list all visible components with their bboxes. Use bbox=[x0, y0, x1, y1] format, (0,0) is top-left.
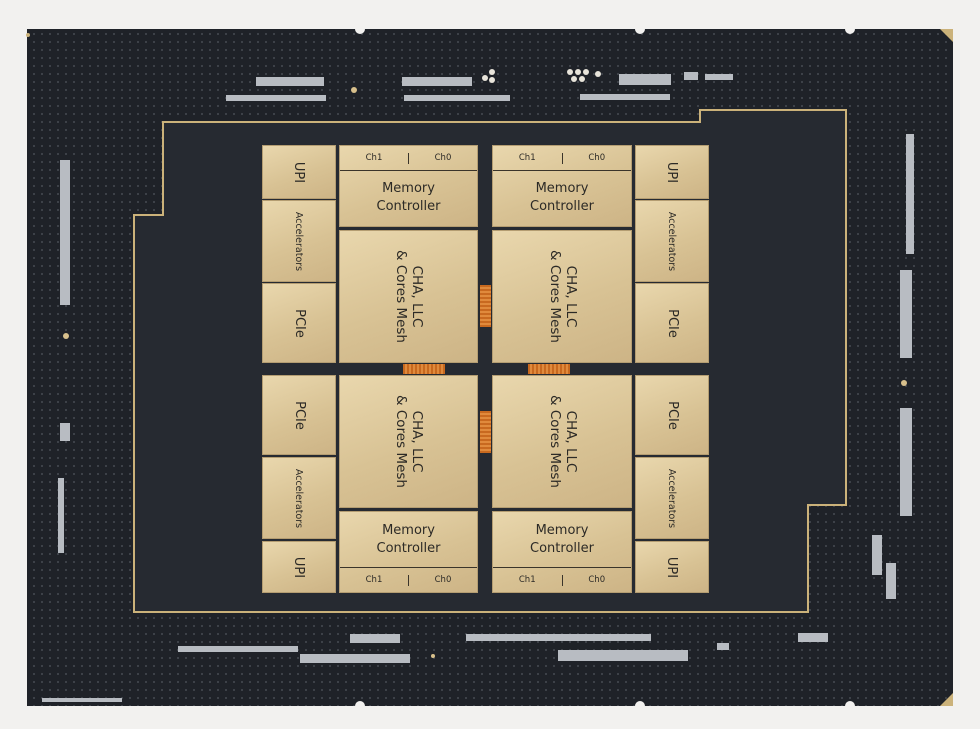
capacitor-groups bbox=[42, 72, 914, 702]
pcie-block: PCIe bbox=[635, 375, 709, 455]
pcie-block: PCIe bbox=[262, 283, 336, 363]
upi-label: UPI bbox=[291, 556, 307, 578]
upi-block: UPI bbox=[635, 145, 709, 199]
fiducial-cluster bbox=[482, 69, 601, 83]
edge-notch bbox=[845, 701, 855, 711]
memory-controller-label: Memory Controller bbox=[376, 181, 441, 214]
channel-label: Ch1 bbox=[365, 153, 383, 163]
memory-controller-block: Memory Controller Ch1 Ch0 bbox=[339, 511, 478, 593]
emib-bridge-left bbox=[403, 364, 445, 374]
accelerators-block: Accelerators bbox=[635, 200, 709, 282]
pcie-block: PCIe bbox=[262, 375, 336, 455]
channel-label: Ch0 bbox=[588, 153, 606, 163]
memory-controller-label: Memory Controller bbox=[376, 523, 441, 556]
accelerators-label: Accelerators bbox=[293, 468, 305, 528]
fiducial bbox=[351, 87, 357, 93]
memory-controller-label: Memory Controller bbox=[530, 181, 594, 214]
edge-notch bbox=[635, 701, 645, 711]
channel-label: Ch1 bbox=[365, 575, 383, 585]
mesh-block: CHA, LLC & Cores Mesh bbox=[339, 230, 478, 363]
pcie-label: PCIe bbox=[291, 400, 307, 430]
pcie-label: PCIe bbox=[664, 308, 680, 338]
edge-notch bbox=[355, 24, 365, 34]
emib-bridge-bottom bbox=[480, 411, 491, 453]
accelerators-label: Accelerators bbox=[293, 211, 305, 271]
edge-notch bbox=[845, 24, 855, 34]
memory-controller-label: Memory Controller bbox=[530, 523, 594, 556]
accelerators-block: Accelerators bbox=[262, 200, 336, 282]
fiducial bbox=[901, 380, 907, 386]
memory-channels: Ch1 Ch0 bbox=[340, 146, 477, 171]
fiducial bbox=[63, 333, 69, 339]
accelerators-block: Accelerators bbox=[262, 457, 336, 539]
corner-marker bbox=[26, 33, 30, 37]
die-outline bbox=[133, 109, 847, 613]
edge-notch bbox=[635, 24, 645, 34]
channel-label: Ch1 bbox=[518, 153, 536, 163]
memory-controller-block: Memory Controller Ch1 Ch0 bbox=[492, 511, 632, 593]
upi-label: UPI bbox=[291, 161, 307, 183]
accelerators-block: Accelerators bbox=[635, 457, 709, 539]
channel-label: Ch0 bbox=[588, 575, 606, 585]
memory-channels: Ch1 Ch0 bbox=[493, 567, 631, 592]
memory-channels: Ch1 Ch0 bbox=[340, 567, 477, 592]
mesh-label: CHA, LLC & Cores Mesh bbox=[393, 395, 426, 488]
upi-label: UPI bbox=[664, 556, 680, 578]
upi-block: UPI bbox=[262, 145, 336, 199]
mesh-block: CHA, LLC & Cores Mesh bbox=[492, 375, 632, 508]
fiducial bbox=[431, 654, 435, 658]
mesh-label: CHA, LLC & Cores Mesh bbox=[547, 395, 579, 488]
emib-bridge-top bbox=[480, 285, 491, 327]
pin1-marker bbox=[940, 29, 953, 42]
memory-channels: Ch1 Ch0 bbox=[493, 146, 631, 171]
pcie-label: PCIe bbox=[664, 400, 680, 430]
emib-bridge-right bbox=[528, 364, 570, 374]
channel-label: Ch0 bbox=[434, 153, 452, 163]
upi-block: UPI bbox=[262, 541, 336, 593]
channel-label: Ch1 bbox=[518, 575, 536, 585]
pcie-label: PCIe bbox=[291, 308, 307, 338]
mesh-block: CHA, LLC & Cores Mesh bbox=[492, 230, 632, 363]
mesh-label: CHA, LLC & Cores Mesh bbox=[547, 250, 579, 343]
mesh-label: CHA, LLC & Cores Mesh bbox=[393, 250, 426, 343]
memory-controller-block: Ch1 Ch0 Memory Controller bbox=[339, 145, 478, 227]
memory-controller-block: Ch1 Ch0 Memory Controller bbox=[492, 145, 632, 227]
pcie-block: PCIe bbox=[635, 283, 709, 363]
corner-marker bbox=[940, 693, 953, 706]
accelerators-label: Accelerators bbox=[666, 211, 678, 271]
mesh-block: CHA, LLC & Cores Mesh bbox=[339, 375, 478, 508]
edge-notch bbox=[355, 701, 365, 711]
channel-label: Ch0 bbox=[434, 575, 452, 585]
accelerators-label: Accelerators bbox=[666, 468, 678, 528]
upi-label: UPI bbox=[664, 161, 680, 183]
upi-block: UPI bbox=[635, 541, 709, 593]
